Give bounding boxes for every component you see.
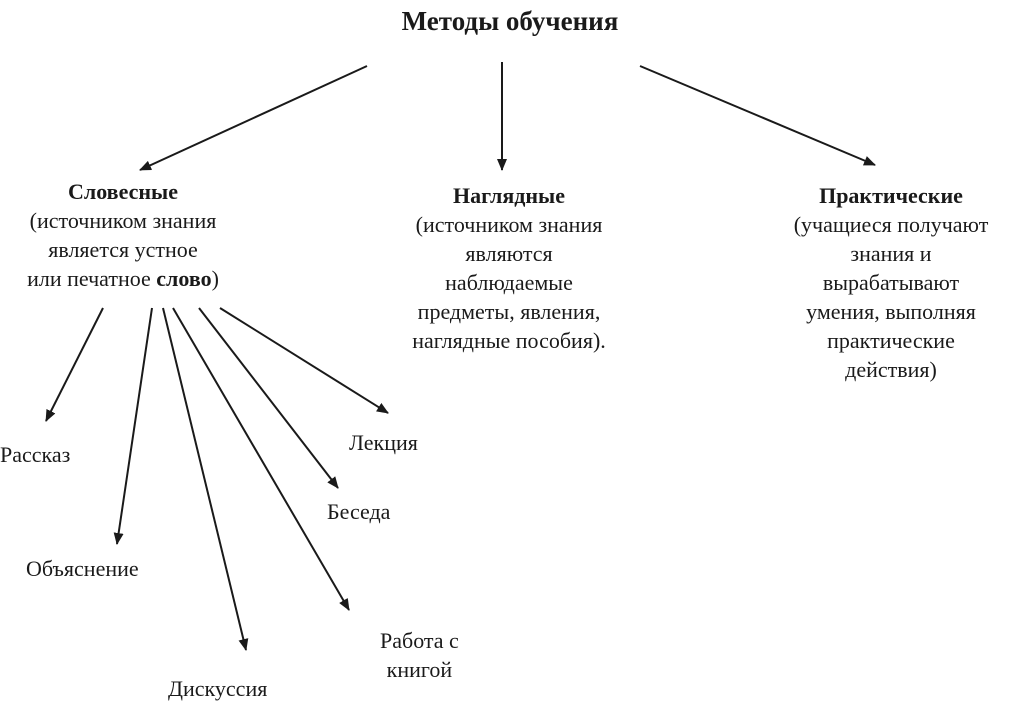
- category-visual-desc-5: наглядные пособия).: [412, 328, 606, 353]
- method-conversation: Беседа: [327, 499, 391, 524]
- category-practical-desc-3: вырабатывают: [822, 270, 960, 295]
- category-visual-desc-3: наблюдаемые: [445, 270, 573, 295]
- category-practical-desc-6: действия): [845, 357, 937, 382]
- category-verbal-desc-3: или печатное слово): [0, 264, 248, 293]
- category-practical-desc-4: умения, выполняя: [806, 299, 976, 324]
- arrow-to-explanation: [113, 307, 153, 545]
- category-verbal-desc-3-pre: или печатное: [27, 266, 157, 291]
- category-verbal-desc-1: (источником знания: [29, 208, 217, 233]
- method-book-work-line-2: книгой: [386, 657, 453, 682]
- arrow-to-practical: [639, 65, 876, 166]
- arrow-to-conversation: [198, 307, 339, 489]
- arrow-to-story: [45, 307, 104, 422]
- category-verbal-keyword: слово: [156, 266, 212, 291]
- method-story: Рассказ: [0, 442, 71, 467]
- method-discussion: Дискуссия: [168, 676, 268, 701]
- category-practical-name: Практические: [819, 183, 963, 208]
- category-practical-desc-5: практические: [827, 328, 955, 353]
- arrow-to-lecture: [219, 307, 389, 414]
- category-practical-desc-2: знания и: [850, 241, 932, 266]
- method-book-work-line-1: Работа с: [380, 628, 459, 653]
- category-visual-name: Наглядные: [453, 183, 565, 208]
- category-visual-desc-1: (источником знания: [415, 212, 603, 237]
- method-explanation: Объяснение: [26, 556, 139, 581]
- category-visual-desc-2: являются: [465, 241, 553, 266]
- diagram-title: Методы обучения: [401, 6, 619, 36]
- method-book-work: Работа с книгой: [380, 626, 459, 684]
- category-visual: Наглядные (источником знания являются на…: [379, 181, 639, 355]
- arrow-to-verbal: [139, 65, 368, 171]
- category-visual-desc-4: предметы, явления,: [417, 299, 601, 324]
- method-lecture: Лекция: [349, 430, 418, 455]
- category-practical-desc-1: (учащиеся получают: [793, 212, 989, 237]
- category-verbal-desc-3-post: ): [211, 266, 219, 291]
- arrow-to-book-work: [172, 307, 350, 611]
- category-verbal-name: Словесные: [68, 179, 178, 204]
- category-practical: Практические (учащиеся получают знания и…: [771, 181, 1011, 384]
- category-verbal: Словесные (источником знания является ус…: [0, 177, 248, 293]
- category-verbal-desc-2: является устное: [48, 237, 198, 262]
- arrow-to-discussion: [162, 307, 249, 651]
